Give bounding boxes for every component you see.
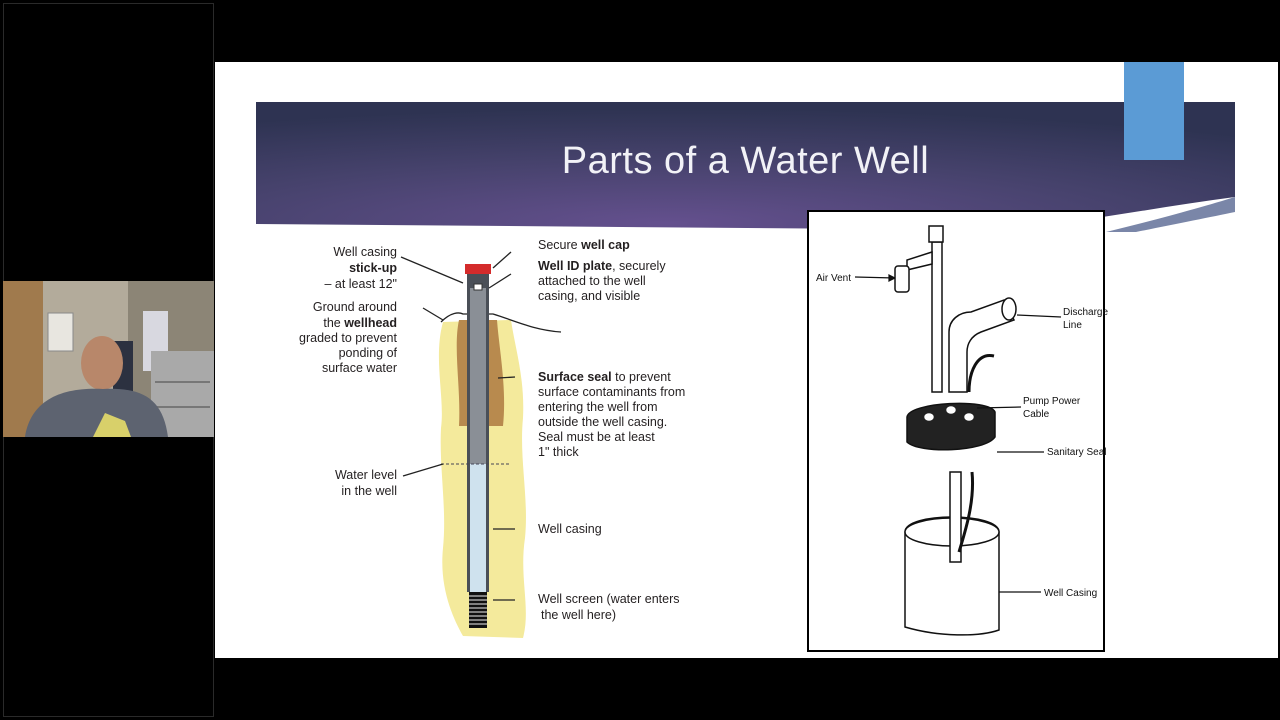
label-surface-seal-line6: 1" thick [538,445,579,459]
label-id-plate-line1: Well ID plate, securely [538,259,666,274]
label-seal-bold: Surface seal [538,370,612,384]
title-banner [256,102,1235,232]
label-id-plate-line3: casing, and visible [538,289,641,303]
label-discharge-line1: Discharge [1063,307,1109,318]
label-well-screen-line1: Well screen (water enters [538,592,680,606]
label-cap-prefix: Secure [538,238,582,252]
label-id-plate-line2: attached to the well [538,274,646,288]
label-surface-seal-line3: entering the well from [538,400,658,414]
label-well-screen-line2: the well here) [541,608,617,622]
label-ground-line4: ponding of [338,346,397,360]
label-pump-power-line1: Pump Power [1023,396,1081,407]
label-well-casing-right: Well Casing [1044,588,1098,599]
well-cross-section-diagram: Well casing stick-up – at least 12" Grou… [293,228,693,648]
label-well-cap: Secure well cap [538,238,630,253]
label-surface-seal-line5: Seal must be at least [538,430,655,444]
label-air-vent: Air Vent [816,273,852,284]
accent-tab [1124,62,1184,160]
label-pump-power-line2: Cable [1023,409,1050,420]
slide-title: Parts of a Water Well [561,140,930,182]
label-seal-suffix: to prevent [611,370,671,384]
label-sanitary-seal: Sanitary Seal [1047,447,1107,458]
well-cross-section-figure [400,251,562,638]
label-plate-suffix: , securely [612,259,666,273]
label-stickup-line2: stick-up [349,261,397,275]
label-stickup-line3: – at least 12" [324,277,397,291]
label-plate-bold: Well ID plate [538,259,613,273]
label-wellhead: wellhead [344,316,397,330]
label-water-level-line2: in the well [341,484,397,498]
presenter-video [3,281,214,437]
label-cap-bold: well cap [581,238,630,252]
label-ground-line2: the wellhead [323,316,397,331]
label-ground-line5: surface water [321,361,397,375]
label-water-level-line1: Water level [334,468,397,482]
label-ground-line2a: the [323,316,345,330]
label-ground-line1: Ground around [312,300,397,314]
wellhead-assembly-diagram: Air Vent Discharge Line Pump Power Cable… [807,210,1109,652]
presentation-slide: Parts of a Water Well [215,62,1278,658]
label-discharge-line2: Line [1063,320,1082,331]
label-stickup-line1: Well casing [333,245,397,259]
label-surface-seal-line1: Surface seal to prevent [538,370,671,385]
label-ground-line3: graded to prevent [299,331,397,345]
label-well-casing: Well casing [538,522,602,536]
wellhead-assembly-figure [854,225,1062,636]
label-surface-seal-line4: outside the well casing. [538,415,668,429]
label-surface-seal-line2: surface contaminants from [538,385,686,399]
